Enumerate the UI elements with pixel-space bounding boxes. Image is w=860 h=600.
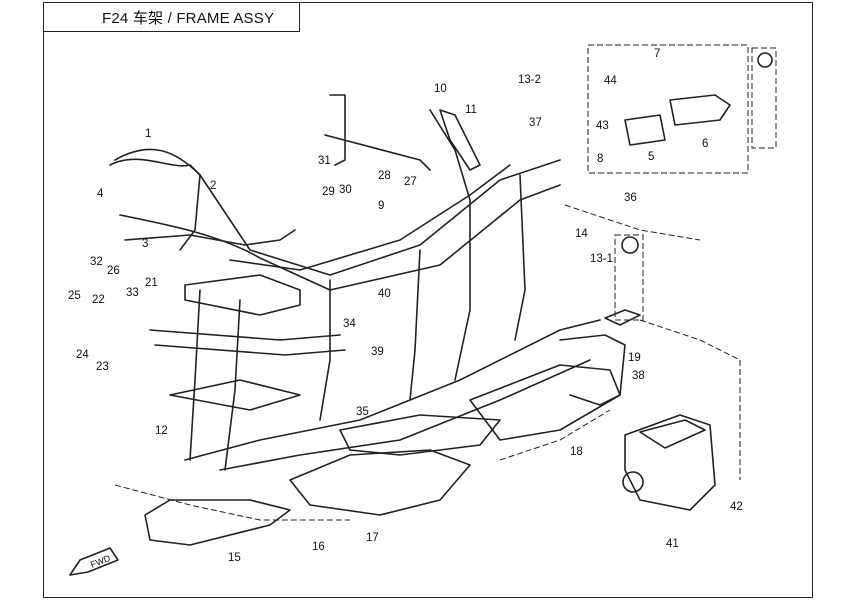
- front-lower-crossmember: [169, 379, 301, 411]
- hitch-receiver: [669, 94, 731, 126]
- callout-6: 6: [702, 138, 708, 150]
- detail-box-13-2: [587, 44, 749, 174]
- lower-frame-rail-right: [219, 359, 591, 471]
- callout-38: 38: [632, 370, 645, 382]
- hitch-bracket: [624, 114, 666, 146]
- callout-13-2: 13-2: [518, 74, 541, 86]
- callout-16: 16: [312, 541, 325, 553]
- callout-3: 3: [142, 238, 148, 250]
- battery-box-lid: [639, 419, 706, 449]
- callout-35: 35: [356, 406, 369, 418]
- callout-39: 39: [371, 346, 384, 358]
- mid-post-left: [319, 279, 331, 421]
- callout-5: 5: [648, 151, 654, 163]
- callout-19: 19: [628, 352, 641, 364]
- front-upper-bar: [124, 229, 296, 246]
- battery-terminal: [622, 471, 644, 493]
- callout-18: 18: [570, 446, 583, 458]
- callout-12: 12: [155, 425, 168, 437]
- leader-skid-front: [114, 484, 350, 521]
- callout-34: 34: [343, 318, 356, 330]
- crossbar-27: [324, 134, 431, 171]
- upper-frame-rail-right: [119, 184, 561, 291]
- drawing-sheet: [43, 2, 813, 598]
- callout-28: 28: [378, 170, 391, 182]
- callout-7: 7: [654, 48, 660, 60]
- cross-bar-lower: [154, 344, 346, 356]
- front-post-right: [224, 299, 241, 471]
- callout-37: 37: [529, 117, 542, 129]
- hitch-ball: [621, 236, 639, 254]
- callout-8: 8: [597, 153, 603, 165]
- lower-frame-rail-left: [184, 319, 601, 461]
- callout-2: 2: [210, 180, 216, 192]
- upper-frame-rail-left: [114, 148, 561, 276]
- callout-15: 15: [228, 552, 241, 564]
- callout-42: 42: [730, 501, 743, 513]
- bracket-10-11: [439, 109, 481, 171]
- callout-40: 40: [378, 288, 391, 300]
- cross-bar-upper: [149, 329, 341, 341]
- callout-27: 27: [404, 176, 417, 188]
- skid-plate-front: [144, 499, 291, 546]
- mid-post-right: [409, 249, 421, 401]
- callout-14: 14: [575, 228, 588, 240]
- rear-post-right: [514, 174, 526, 341]
- detail-box-36-upper: [751, 47, 777, 149]
- rear-post-left: [454, 199, 471, 381]
- callout-32: 32: [90, 256, 103, 268]
- front-hoop: [109, 158, 201, 251]
- callout-30: 30: [339, 184, 352, 196]
- callout-13-1: 13-1: [590, 253, 613, 265]
- callout-36: 36: [624, 192, 637, 204]
- leader-battery: [639, 319, 741, 480]
- hitch-ball-upper: [757, 52, 773, 68]
- rear-bracket: [559, 334, 626, 406]
- detail-box-13-1: [614, 234, 644, 321]
- callout-31: 31: [318, 155, 331, 167]
- callout-22: 22: [92, 294, 105, 306]
- callout-29: 29: [322, 186, 335, 198]
- battery-box: [624, 414, 716, 511]
- callout-9: 9: [378, 200, 384, 212]
- bar-bracket-top: [329, 94, 346, 166]
- callout-41: 41: [666, 538, 679, 550]
- callout-10: 10: [434, 83, 447, 95]
- callout-24: 24: [76, 349, 89, 361]
- front-bracket-plate: [184, 274, 301, 316]
- callout-4: 4: [97, 188, 104, 200]
- front-post-left: [189, 289, 201, 461]
- leader-skid-rear: [499, 409, 611, 461]
- skid-plate-center: [339, 414, 501, 456]
- leader-hitch: [564, 204, 701, 241]
- callout-11: 11: [465, 104, 477, 116]
- callout-21: 21: [145, 277, 158, 289]
- center-spine: [229, 164, 511, 271]
- callout-25: 25: [68, 290, 81, 302]
- callout-43: 43: [596, 120, 609, 132]
- callout-17: 17: [366, 532, 379, 544]
- callout-23: 23: [96, 361, 109, 373]
- hitch-ball-mount: [604, 309, 641, 326]
- forward-arrow: [69, 547, 119, 576]
- callout-33: 33: [126, 287, 139, 299]
- callout-26: 26: [107, 265, 120, 277]
- title-block: F24 车架 / FRAME ASSY: [43, 2, 300, 32]
- page-title: F24 车架 / FRAME ASSY: [102, 9, 275, 27]
- callout-44: 44: [604, 75, 617, 87]
- callout-1: 1: [145, 128, 151, 140]
- rear-tube: [429, 109, 471, 201]
- skid-plate-middle: [289, 449, 471, 516]
